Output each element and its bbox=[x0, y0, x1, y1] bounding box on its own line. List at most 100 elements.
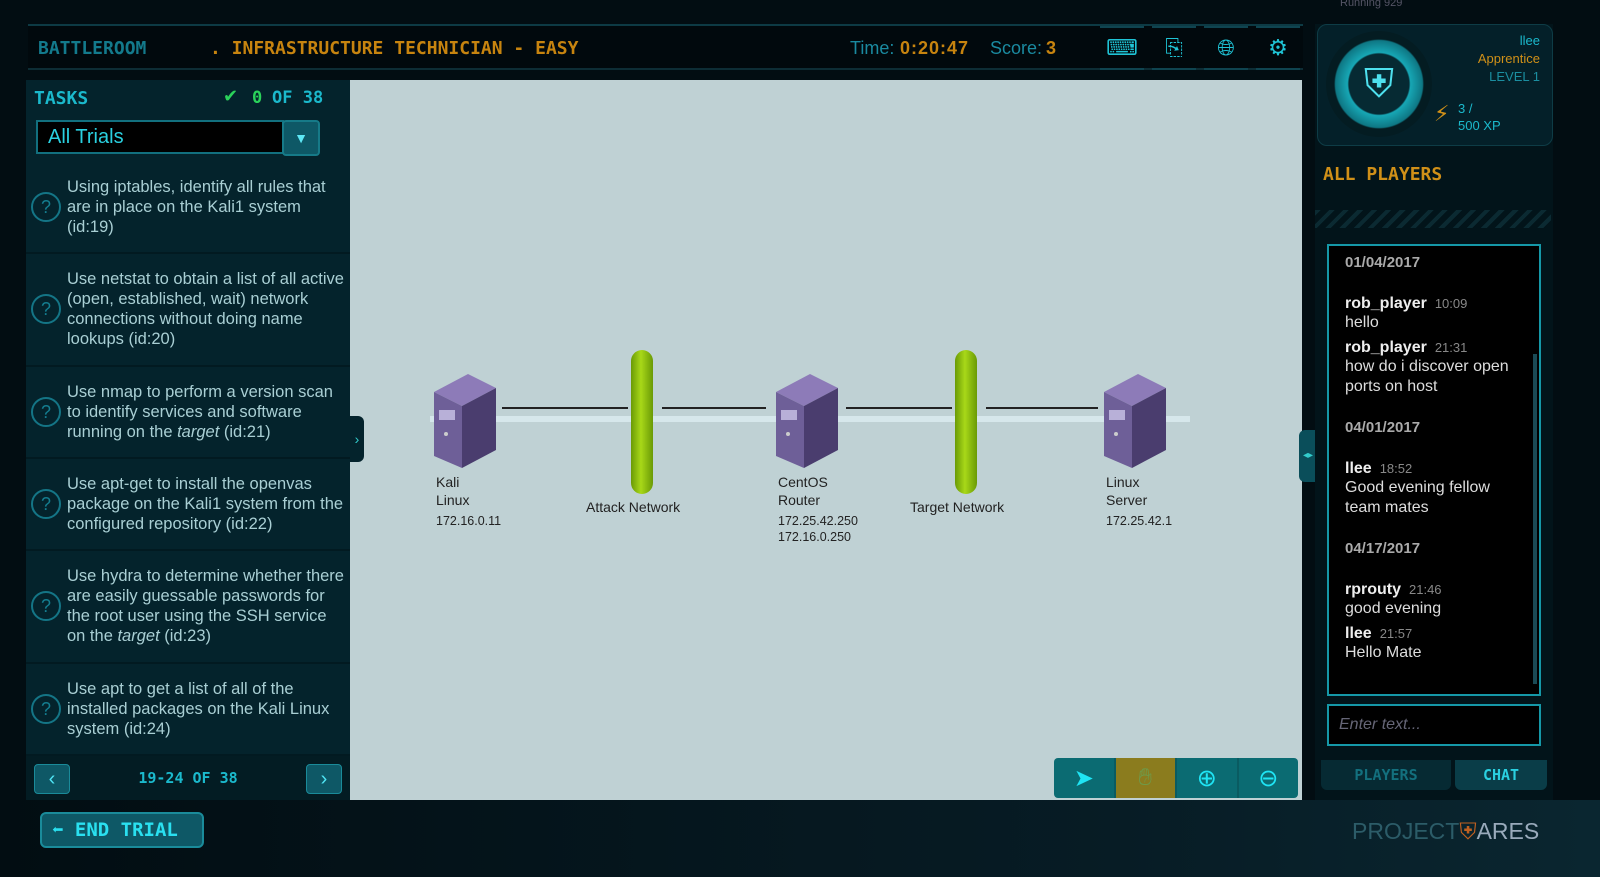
network-node[interactable]: CentOS Router 172.25.42.250 172.16.0.250 bbox=[772, 374, 858, 545]
server-icon bbox=[434, 374, 496, 468]
score-value: 3 bbox=[1046, 38, 1057, 58]
node-ip: 172.25.42.250 bbox=[778, 514, 858, 528]
task-item[interactable]: ?Use hydra to determine whether there ar… bbox=[26, 551, 350, 664]
task-text: Use hydra to determine whether there are… bbox=[67, 567, 344, 646]
task-item[interactable]: ?Use nmap to perform a version scan to i… bbox=[26, 367, 350, 459]
terminal-button[interactable]: ⌨ bbox=[1100, 26, 1144, 70]
chat-message: rob_player 21:31 how do i discover open po… bbox=[1345, 339, 1523, 397]
logo-text: ARES bbox=[1476, 818, 1540, 844]
pan-tool[interactable]: ✋︎ bbox=[1115, 758, 1177, 798]
footer: ⬅︎ END TRIAL PROJECT⛨ARES bbox=[0, 800, 1600, 877]
lightning-icon: ⚡︎ bbox=[1434, 101, 1450, 126]
prev-page-button[interactable]: ‹ bbox=[34, 764, 70, 794]
chevron-down-icon: ▼ bbox=[294, 130, 308, 146]
chat-text: how do i discover open ports on host bbox=[1345, 358, 1509, 395]
pagination: ‹ 19-24 OF 38 › bbox=[26, 756, 350, 800]
chat-time: 21:57 bbox=[1379, 626, 1413, 641]
xp-current: 3 / bbox=[1458, 101, 1473, 116]
next-page-button[interactable]: › bbox=[306, 764, 342, 794]
help-icon[interactable]: ? bbox=[31, 294, 61, 325]
node-name: Linux bbox=[1106, 474, 1140, 490]
globe-icon: 🌐︎ bbox=[1217, 35, 1235, 60]
chat-time: 10:09 bbox=[1434, 296, 1468, 311]
arrows-horizontal-icon: ◂▸ bbox=[1302, 450, 1314, 461]
right-panel: ⛨ llee Apprentice LEVEL 1 ⚡︎ 3 / 500 XP … bbox=[1315, 24, 1553, 800]
collapse-chat-handle[interactable]: ◂▸ bbox=[1299, 430, 1317, 482]
network-label: Attack Network bbox=[586, 499, 681, 515]
server-icon bbox=[776, 374, 838, 468]
chat-time: 18:52 bbox=[1379, 461, 1413, 476]
logo-text: PROJECT bbox=[1352, 818, 1460, 844]
all-players-heading: ALL PLAYERS bbox=[1323, 164, 1443, 185]
xp-total: 500 XP bbox=[1458, 118, 1501, 133]
tab-chat[interactable]: CHAT bbox=[1455, 760, 1547, 790]
target-network-pipe[interactable] bbox=[955, 350, 977, 494]
node-name: Kali bbox=[436, 474, 460, 490]
chat-scrollbar[interactable] bbox=[1533, 354, 1537, 684]
chat-user: rob_player bbox=[1345, 295, 1427, 312]
end-trial-label: END TRIAL bbox=[74, 819, 178, 841]
avatar: ⛨ bbox=[1326, 31, 1432, 137]
network-node[interactable]: Linux Server 172.25.42.1 bbox=[1100, 374, 1172, 529]
node-name: Linux bbox=[436, 492, 470, 508]
zoom-out-icon: ⊖ bbox=[1258, 764, 1279, 792]
time-value: 0:20:47 bbox=[900, 38, 970, 58]
task-text: Use netstat to obtain a list of all acti… bbox=[67, 270, 344, 349]
network-link bbox=[502, 407, 628, 409]
task-item[interactable]: ?Use apt-get to install the openvas pack… bbox=[26, 459, 350, 552]
chevron-left-icon: ‹ bbox=[48, 768, 56, 790]
chat-user: rprouty bbox=[1345, 581, 1401, 598]
task-item[interactable]: ?Using iptables, identify all rules that… bbox=[26, 162, 350, 255]
globe-button[interactable]: 🌐︎ bbox=[1204, 26, 1248, 70]
dropdown-button[interactable]: ▼ bbox=[282, 120, 320, 156]
help-icon[interactable]: ? bbox=[31, 591, 61, 622]
page-indicator: 19-24 OF 38 bbox=[138, 769, 238, 787]
settings-button[interactable]: ⚙ bbox=[1256, 26, 1300, 70]
task-item[interactable]: ?Use netstat to obtain a list of all act… bbox=[26, 254, 350, 367]
project-ares-logo: PROJECT⛨ARES bbox=[1352, 818, 1539, 845]
chevron-right-icon: › bbox=[354, 431, 360, 447]
task-list: ?Using iptables, identify all rules that… bbox=[26, 162, 350, 756]
copy-files-icon: ⎘ bbox=[1165, 35, 1183, 60]
attack-network-pipe[interactable] bbox=[631, 350, 653, 494]
tasks-completed: 0 bbox=[252, 88, 263, 108]
chat-date: 04/17/2017 bbox=[1345, 540, 1421, 557]
chat-time: 21:46 bbox=[1409, 582, 1442, 597]
task-text: Using iptables, identify all rules that … bbox=[67, 178, 326, 237]
help-icon[interactable]: ? bbox=[31, 396, 61, 427]
files-button[interactable]: ⎘ bbox=[1152, 26, 1196, 70]
task-item[interactable]: ?Use apt to get a list of all of the ins… bbox=[26, 664, 350, 756]
end-trial-button[interactable]: ⬅︎ END TRIAL bbox=[40, 812, 204, 848]
network-node[interactable]: Kali Linux 172.16.0.11 bbox=[430, 374, 501, 529]
hand-icon: ✋︎ bbox=[1138, 764, 1153, 791]
player-name: llee bbox=[1519, 33, 1540, 48]
divider bbox=[28, 24, 1303, 26]
chat-text: Hello Mate bbox=[1345, 644, 1422, 661]
tab-players[interactable]: PLAYERS bbox=[1321, 760, 1451, 790]
node-name: Server bbox=[1106, 492, 1148, 508]
trial-filter-select[interactable]: All Trials bbox=[36, 120, 284, 154]
divider bbox=[1315, 210, 1551, 228]
network-canvas[interactable]: Attack Network Target Network Kali Linux… bbox=[350, 80, 1302, 800]
server-icon bbox=[1104, 374, 1166, 468]
canvas-toolbar: ➤ ✋︎ ⊕ ⊖ bbox=[1054, 758, 1298, 798]
chat-input[interactable]: Enter text... bbox=[1327, 704, 1541, 746]
collapse-tasks-handle[interactable]: › bbox=[350, 416, 364, 462]
page-title: . INFRASTRUCTURE TECHNICIAN - EASY bbox=[210, 38, 579, 59]
tasks-panel: TASKS ✔ 0 OF 38 All Trials ▼ ?Using ipta… bbox=[26, 80, 350, 800]
help-icon[interactable]: ? bbox=[31, 489, 61, 520]
chat-user: rob_player bbox=[1345, 339, 1427, 356]
help-icon[interactable]: ? bbox=[31, 192, 61, 223]
section-title: BATTLEROOM bbox=[38, 38, 147, 59]
help-icon[interactable]: ? bbox=[31, 693, 61, 724]
select-tool[interactable]: ➤ bbox=[1054, 758, 1116, 798]
zoom-in-tool[interactable]: ⊕ bbox=[1177, 758, 1239, 798]
gear-icon: ⚙ bbox=[1268, 35, 1288, 60]
chat-time: 21:31 bbox=[1434, 340, 1468, 355]
terminal-icon: ⌨ bbox=[1106, 35, 1138, 60]
zoom-out-tool[interactable]: ⊖ bbox=[1239, 758, 1299, 798]
